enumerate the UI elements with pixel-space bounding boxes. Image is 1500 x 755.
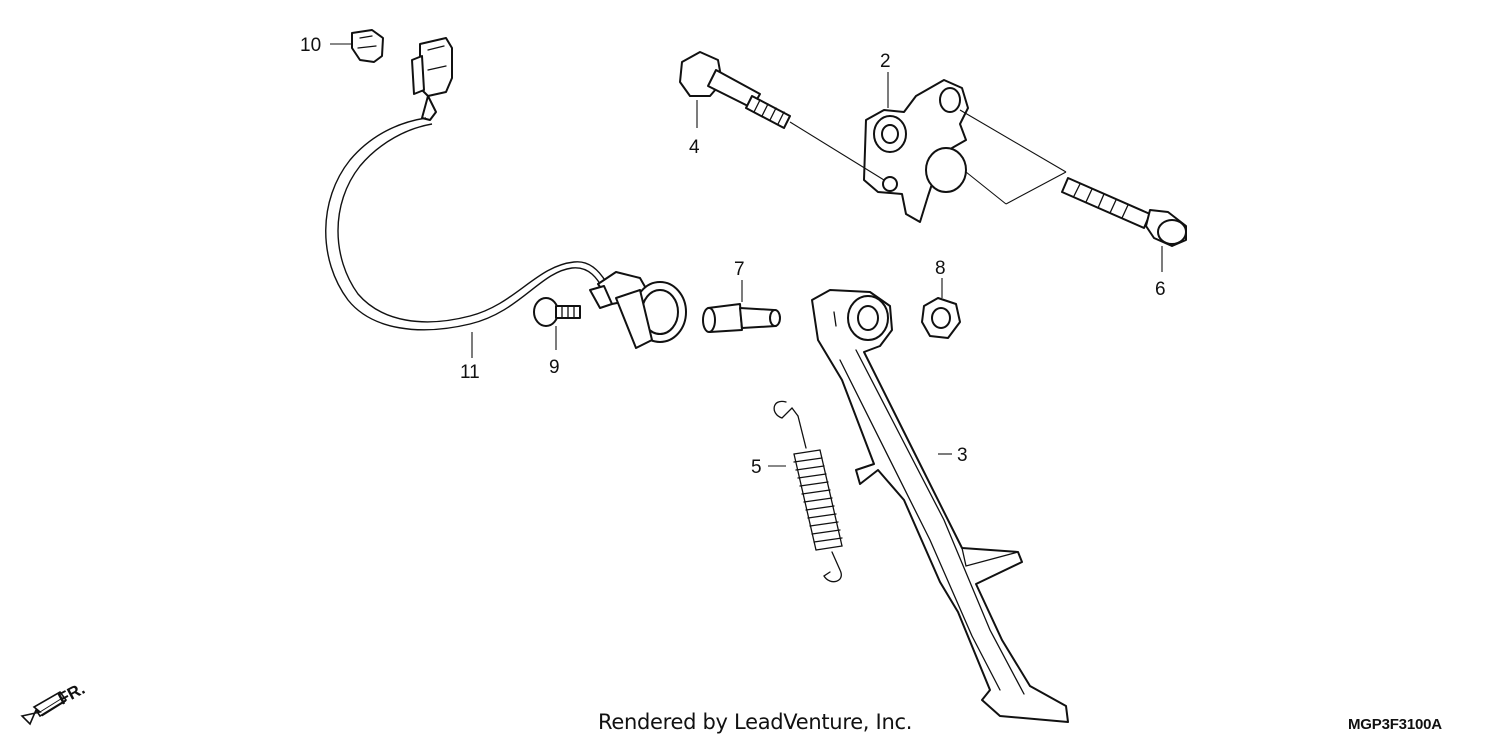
label-part-5: 5	[751, 457, 762, 478]
label-part-7: 7	[734, 259, 745, 280]
render-credit: Rendered by LeadVenture, Inc.	[598, 710, 913, 734]
part-2-bracket[interactable]	[863, 79, 969, 223]
label-part-4: 4	[689, 137, 700, 158]
label-part-8: 9	[549, 357, 560, 378]
part-4-bolt[interactable]	[679, 51, 791, 129]
label-part-6: 6	[1155, 279, 1166, 300]
part-7-collar[interactable]	[702, 303, 781, 333]
part-8-bolt[interactable]	[533, 297, 581, 327]
part-10-clip[interactable]	[351, 29, 384, 63]
part-3-side-stand[interactable]	[811, 289, 1069, 723]
part-11-switch-harness[interactable]	[325, 37, 687, 349]
label-part-3: 3	[957, 445, 968, 466]
label-part-10: 10	[300, 35, 321, 56]
part-9-nut[interactable]	[921, 297, 961, 339]
part-5-spring[interactable]	[773, 400, 843, 583]
part-6-bolt[interactable]	[1061, 177, 1187, 247]
label-part-2: 2	[880, 51, 891, 72]
label-part-9: 8	[935, 258, 946, 279]
drawing-code: MGP3F3100A	[1348, 716, 1442, 733]
label-part-11: 11	[460, 362, 480, 383]
front-direction-arrow-icon: FR.	[20, 679, 88, 726]
